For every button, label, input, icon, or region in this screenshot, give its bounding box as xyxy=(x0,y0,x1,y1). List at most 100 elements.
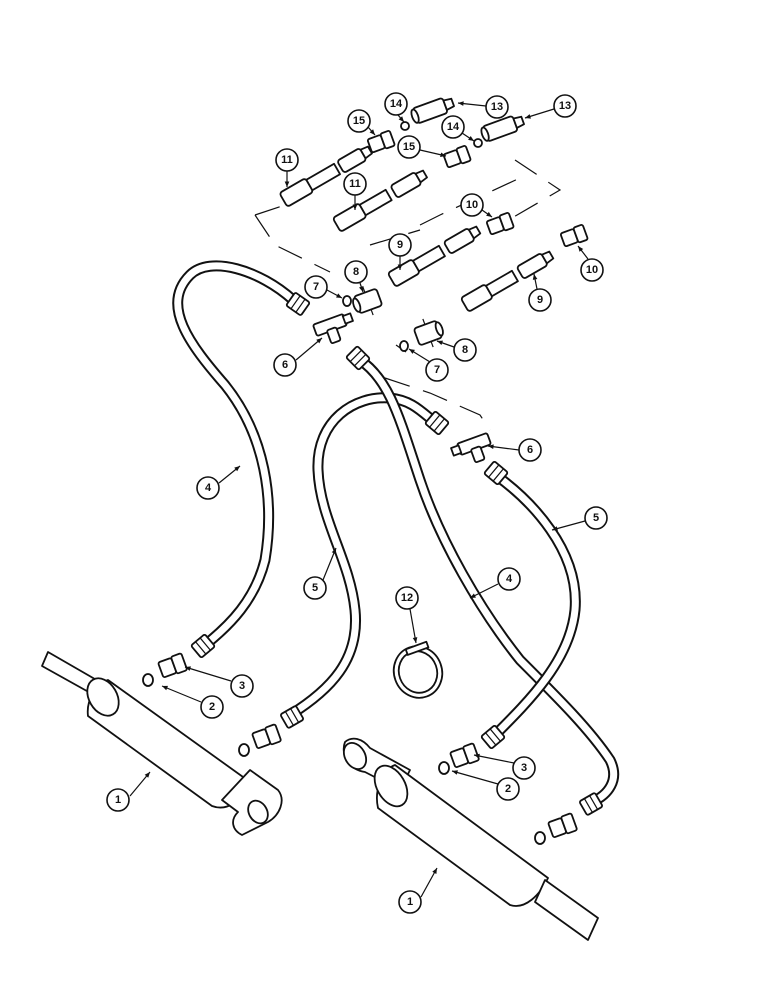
callout-label: 11 xyxy=(349,178,361,190)
leader-line xyxy=(409,608,417,644)
callout-circle xyxy=(344,260,368,284)
male-adapter xyxy=(449,742,480,768)
leader-arrowhead xyxy=(398,116,404,122)
adapter-fitting xyxy=(352,286,383,316)
quick-coupler xyxy=(480,115,525,142)
callout-circle xyxy=(398,890,422,914)
callout-5: 5 xyxy=(303,547,337,600)
callout-6: 6 xyxy=(487,438,542,462)
o-ring xyxy=(400,121,410,131)
callout-14: 14 xyxy=(441,115,475,142)
callout-label: 2 xyxy=(209,701,215,713)
leader-arrowhead xyxy=(162,685,168,691)
callout-11: 11 xyxy=(343,172,367,210)
callout-1: 1 xyxy=(398,867,438,914)
o-ring xyxy=(438,761,450,775)
callout-8: 8 xyxy=(436,338,477,362)
callout-label: 12 xyxy=(401,592,413,604)
callout-circle xyxy=(395,586,419,610)
leader-arrowhead xyxy=(352,204,358,210)
tee-fitting xyxy=(450,432,492,463)
callout-circle xyxy=(275,148,299,172)
callout-circle xyxy=(384,92,408,116)
callout-13: 13 xyxy=(524,94,577,119)
callout-circle xyxy=(460,193,484,217)
callout-label: 7 xyxy=(434,364,440,376)
callout-label: 13 xyxy=(491,101,503,113)
hose-assembly xyxy=(332,169,428,232)
leader-line xyxy=(451,770,499,785)
leader-arrowhead xyxy=(474,753,480,759)
leader-arrowhead xyxy=(532,274,538,280)
hose-nuts xyxy=(190,292,603,816)
callout-2: 2 xyxy=(451,770,520,801)
quick-coupler xyxy=(410,97,455,124)
leader-line xyxy=(184,666,232,682)
callout-circle xyxy=(425,358,449,382)
leader-arrowhead xyxy=(470,593,476,598)
leader-arrowhead xyxy=(409,349,415,354)
leader-arrowhead xyxy=(440,152,446,158)
callout-9: 9 xyxy=(528,273,552,312)
callout-10: 10 xyxy=(460,193,493,218)
callout-label: 11 xyxy=(281,154,293,166)
leader-arrowhead xyxy=(144,772,150,778)
callout-14: 14 xyxy=(384,92,408,123)
callout-circle xyxy=(496,777,520,801)
o-ring xyxy=(342,295,352,307)
callout-10: 10 xyxy=(577,245,604,282)
leader-arrowhead xyxy=(432,868,437,874)
callout-label: 5 xyxy=(593,512,599,524)
callout-3: 3 xyxy=(184,666,254,698)
male-adapter xyxy=(547,812,578,838)
leader-arrowhead xyxy=(488,444,494,450)
male-adapter xyxy=(559,224,589,248)
callout-label: 15 xyxy=(353,115,365,127)
leader-line xyxy=(322,547,337,581)
callout-15: 15 xyxy=(347,109,376,136)
callout-circle xyxy=(347,109,371,133)
callout-11: 11 xyxy=(275,148,299,187)
callout-label: 1 xyxy=(115,794,121,806)
callout-label: 9 xyxy=(537,294,543,306)
leader-arrowhead xyxy=(369,129,375,135)
callout-7: 7 xyxy=(304,275,343,299)
leader-arrowhead xyxy=(412,637,418,643)
callout-circle xyxy=(453,338,477,362)
adapter-fitting xyxy=(413,318,444,348)
callout-label: 15 xyxy=(403,141,415,153)
leader-arrowhead xyxy=(336,293,342,298)
callout-4: 4 xyxy=(469,567,521,599)
leader-arrowhead xyxy=(452,770,458,775)
callout-circle xyxy=(388,233,412,257)
male-adapter xyxy=(442,145,472,169)
leader-line xyxy=(551,520,586,531)
callout-circle xyxy=(497,567,521,591)
callout-label: 10 xyxy=(586,264,598,276)
callout-circle xyxy=(343,172,367,196)
o-ring xyxy=(399,340,409,352)
callout-label: 1 xyxy=(407,896,413,908)
leader-arrowhead xyxy=(458,101,464,106)
callout-label: 6 xyxy=(527,444,533,456)
callout-13: 13 xyxy=(457,95,509,119)
leader-arrowhead xyxy=(552,526,558,531)
callout-circle xyxy=(485,95,509,119)
o-ring xyxy=(473,138,483,148)
leader-arrowhead xyxy=(486,211,492,217)
hose-assembly xyxy=(460,250,555,312)
callout-7: 7 xyxy=(408,348,449,382)
o-ring xyxy=(534,831,546,845)
callout-label: 7 xyxy=(313,281,319,293)
hydraulic-cylinder xyxy=(41,651,283,836)
callout-circle xyxy=(304,275,328,299)
callout-4: 4 xyxy=(196,465,241,500)
callout-circle xyxy=(441,115,465,139)
leader-line xyxy=(473,754,515,764)
callout-label: 8 xyxy=(462,344,468,356)
tee-fitting xyxy=(312,312,354,344)
leader-line xyxy=(295,337,323,361)
callout-circle xyxy=(584,506,608,530)
